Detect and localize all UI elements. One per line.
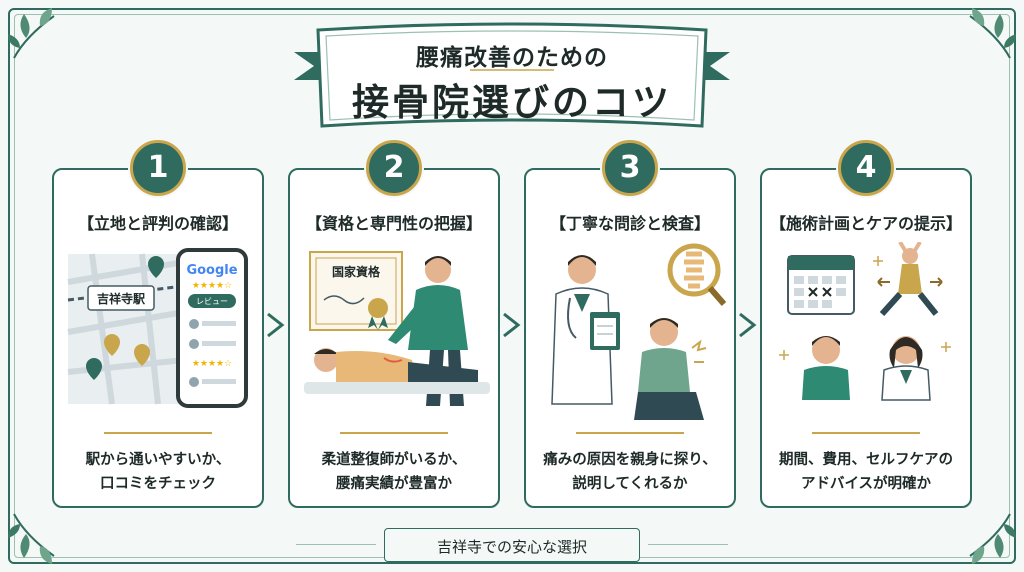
footer-line-left: [296, 544, 376, 545]
therapist-certificate-illustration: 国家資格: [304, 251, 490, 406]
plan-and-care-illustration: [779, 242, 951, 401]
desc-line-2: 口コミをチェック: [100, 476, 216, 492]
desc-line-1: 柔道整復師がいるか、: [321, 452, 467, 468]
svg-text:★★★★☆: ★★★★☆: [192, 281, 232, 291]
divider: [340, 432, 448, 434]
step-card-2: 【資格と専門性の把握】 国家資格 柔道整復師がいるか、 腰痛実績が豊富か: [288, 168, 500, 508]
outer-frame: [8, 8, 1016, 564]
svg-text:★★★★☆: ★★★★☆: [192, 359, 232, 369]
desc-line-1: 痛みの原因を親身に探り、: [543, 452, 717, 468]
leaf-decoration-top-left-icon: [8, 8, 55, 59]
ribbon-shape: [294, 22, 730, 128]
footer-text: 吉祥寺での安心な選択: [436, 538, 587, 556]
leaf-decoration-top-right-icon: [969, 8, 1016, 59]
step-number-badge-4: 4: [838, 140, 894, 196]
certificate-label: 国家資格: [332, 264, 381, 279]
footer-line-right: [648, 544, 728, 545]
footer-banner: 吉祥寺での安心な選択: [384, 528, 640, 562]
desc-line-1: 期間、費用、セルフケアの: [779, 452, 953, 468]
step-title: 【立地と評判の確認】: [77, 214, 238, 233]
leaf-decoration-bottom-right-icon: [969, 513, 1016, 564]
map-and-phone-illustration: 吉祥寺駅 Google ★★★★☆ レビュー ★★★★☆: [67, 248, 248, 408]
arrow-right-icon: [739, 312, 757, 338]
step-number-badge-3: 3: [602, 140, 658, 196]
step-card-4: 【施術計画とケアの提示】 期間、費用、セルフケアの アドバイスが明確か: [760, 168, 972, 508]
desc-line-2: アドバイスが明確か: [800, 476, 932, 492]
step-description: 駅から通いやすいか、 口コミをチェック: [58, 448, 258, 496]
desc-line-2: 腰痛実績が豊富か: [336, 476, 452, 492]
google-logo: Google: [186, 263, 237, 278]
divider: [576, 432, 684, 434]
doctor-consultation-illustration: [551, 243, 726, 420]
title-banner: 腰痛改善のための 接骨院選びのコツ: [290, 22, 734, 134]
page-title-line1: 腰痛改善のための: [416, 45, 608, 71]
step-title: 【施術計画とケアの提示】: [769, 214, 962, 233]
arrow-right-icon: [503, 312, 521, 338]
divider: [812, 432, 920, 434]
step-card-3: 【丁寧な問診と検査】 痛みの原因を親身に探り、 説明してくれるか: [524, 168, 736, 508]
page-title-line2: 接骨院選びのコツ: [352, 81, 672, 124]
step-description: 柔道整復師がいるか、 腰痛実績が豊富か: [294, 448, 494, 496]
step-card-1: 【立地と評判の確認】 吉祥寺駅 Google ★★★★☆ レビュー ★★★★☆ …: [52, 168, 264, 508]
station-label: 吉祥寺駅: [97, 291, 146, 306]
divider: [104, 432, 212, 434]
step-title: 【資格と専門性の把握】: [305, 214, 482, 233]
step-description: 痛みの原因を親身に探り、 説明してくれるか: [530, 448, 730, 496]
leaf-decoration-bottom-left-icon: [8, 513, 55, 564]
review-button-label: レビュー: [196, 297, 228, 306]
desc-line-1: 駅から通いやすいか、: [85, 452, 231, 468]
step-title: 【丁寧な問診と検査】: [549, 214, 710, 233]
step-number-badge-2: 2: [366, 140, 422, 196]
step-number-badge-1: 1: [130, 140, 186, 196]
arrow-right-icon: [267, 312, 285, 338]
desc-line-2: 説明してくれるか: [572, 476, 688, 492]
step-description: 期間、費用、セルフケアの アドバイスが明確か: [766, 448, 966, 496]
